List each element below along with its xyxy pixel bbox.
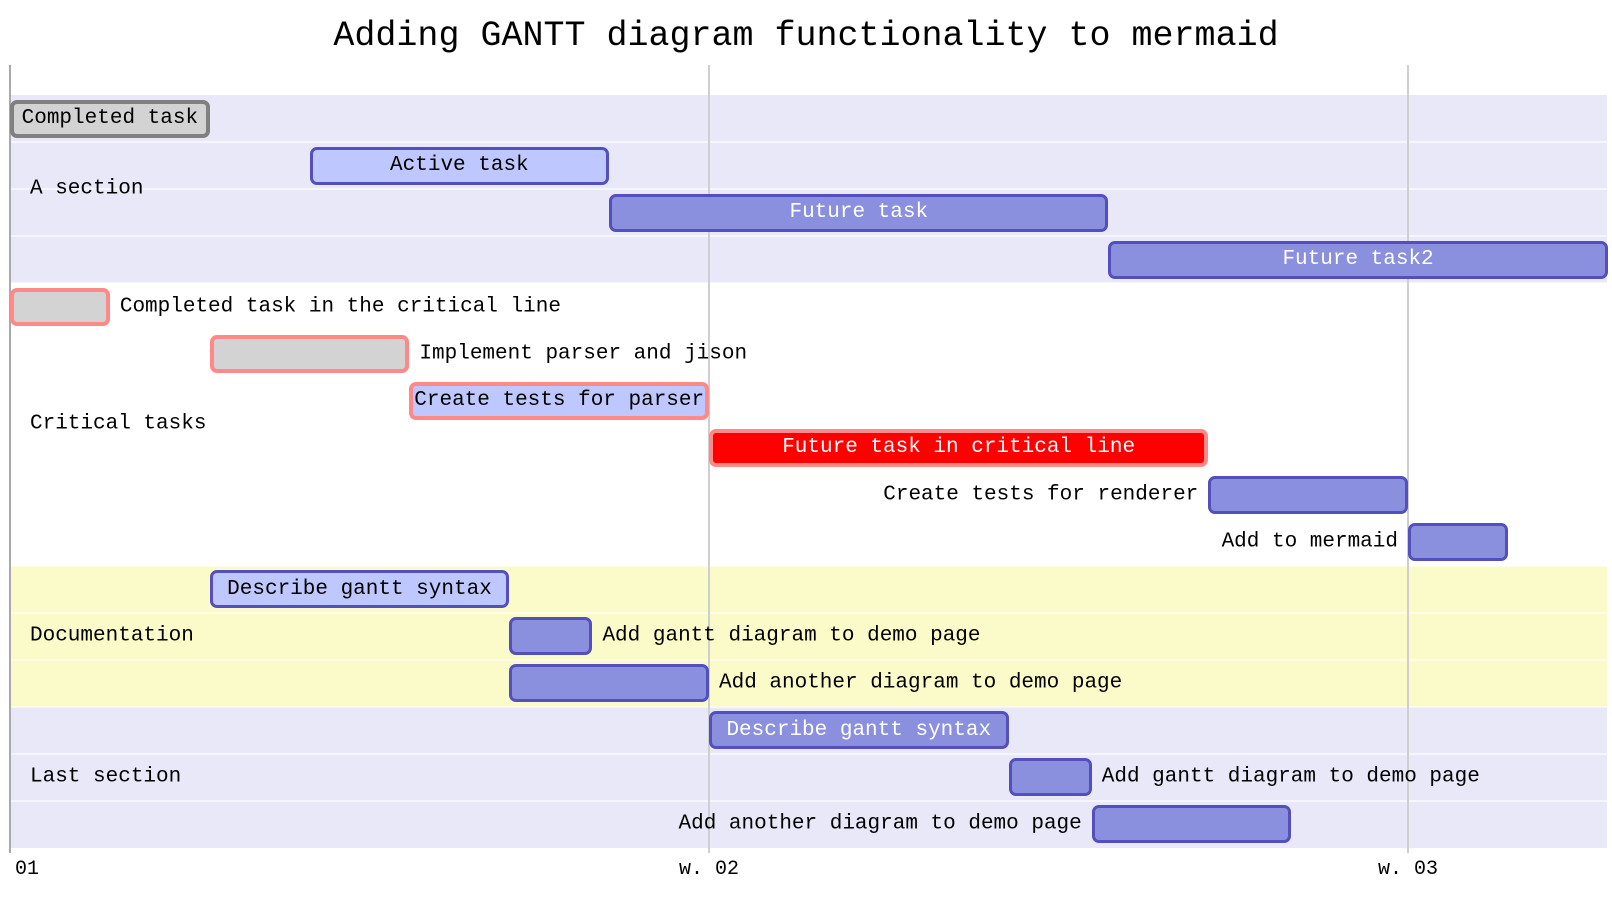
chart-title: Adding GANTT diagram functionality to me… <box>333 16 1279 56</box>
task-bar-with-label: Create tests for parser <box>409 381 709 420</box>
row-separator <box>10 188 1607 191</box>
task-label: Add another diagram to demo page <box>678 812 1082 836</box>
axis-tick-label: 01 <box>14 858 40 881</box>
task-bar <box>509 664 709 703</box>
task-bar-with-label: Future task <box>609 193 1109 232</box>
section-label: Last section <box>30 765 182 789</box>
row-separator <box>10 141 1607 144</box>
axis-line <box>9 65 11 853</box>
row-separator <box>10 376 1607 379</box>
row-separator <box>10 470 1607 473</box>
task-label: Add gantt diagram to demo page <box>1101 765 1480 789</box>
task-bar <box>1208 475 1408 514</box>
task-label: Add gantt diagram to demo page <box>602 624 981 648</box>
task-label: Add to mermaid <box>1221 530 1398 554</box>
row-separator <box>10 752 1607 755</box>
row-separator <box>10 423 1607 426</box>
row-separator <box>10 282 1607 285</box>
axis-tick-label: w. 03 <box>1377 858 1438 881</box>
task-label: Completed task in the critical line <box>119 295 561 319</box>
row-separator <box>10 564 1607 567</box>
row-separator <box>10 517 1607 520</box>
axis-tick-label: w. 02 <box>678 858 739 881</box>
row-separator <box>10 611 1607 614</box>
task-bar <box>209 334 410 373</box>
task-bar <box>1407 523 1508 562</box>
task-bar-with-label: Describe gantt syntax <box>708 711 1009 750</box>
task-bar <box>1091 805 1292 844</box>
task-bar-with-label: Completed task <box>10 99 210 138</box>
section-label: Documentation <box>30 624 194 648</box>
row-separator <box>10 705 1607 708</box>
row-separator <box>10 799 1607 802</box>
task-bar-with-label: Describe gantt syntax <box>209 570 510 609</box>
task-bar-with-label: Active task <box>309 146 610 185</box>
task-label: Add another diagram to demo page <box>718 671 1123 695</box>
task-bar <box>1008 758 1092 797</box>
task-bar <box>10 287 110 326</box>
row-separator <box>10 235 1607 238</box>
task-bar-with-label: Future task2 <box>1108 240 1608 279</box>
task-bar-with-label: Future task in critical line <box>708 428 1209 467</box>
row-separator <box>10 658 1607 661</box>
grid-line <box>1406 65 1409 853</box>
task-bar <box>509 617 593 656</box>
task-label: Create tests for renderer <box>883 483 1199 507</box>
row-separator <box>10 329 1607 332</box>
task-label: Implement parser and jison <box>419 342 748 366</box>
section-label: Critical tasks <box>30 412 207 436</box>
section-label: A section <box>30 177 144 201</box>
